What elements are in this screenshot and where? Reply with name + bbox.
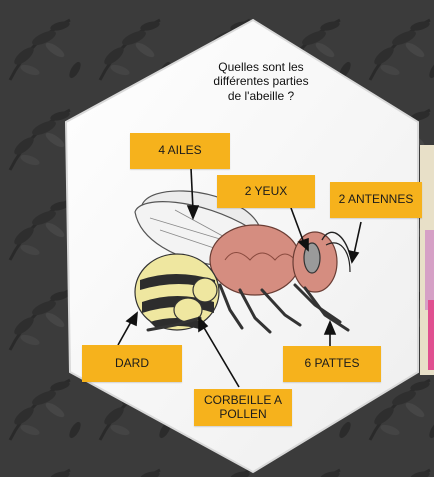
label-dard: DARD — [82, 345, 182, 382]
question-line-3: de l'abeille ? — [186, 89, 336, 103]
question-line-1: Quelles sont les — [186, 60, 336, 74]
question-line-2: différentes parties — [186, 74, 336, 88]
label-corbeille-pollen: CORBEILLE A POLLEN — [194, 389, 292, 426]
label-ailes: 4 AILES — [130, 133, 230, 169]
question-heading: Quelles sont les différentes parties de … — [186, 60, 336, 103]
bee-thorax — [210, 225, 300, 295]
label-antennes: 2 ANTENNES — [330, 182, 422, 218]
label-yeux: 2 YEUX — [217, 175, 315, 208]
label-pattes: 6 PATTES — [283, 346, 381, 382]
